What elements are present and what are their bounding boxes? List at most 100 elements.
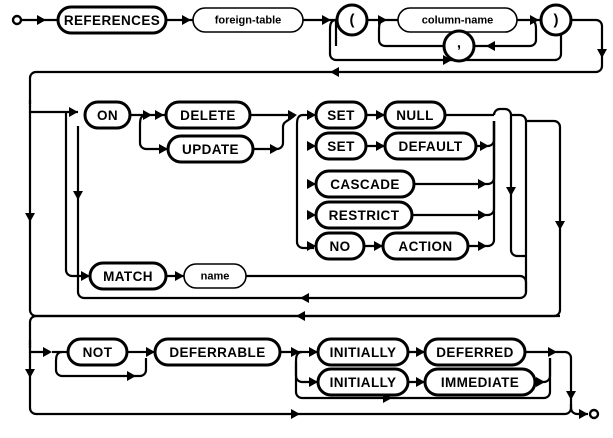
rail-merge-top [492,107,505,116]
arrow-icon [69,107,78,117]
token-comma[interactable]: , [442,29,476,63]
rail-paren-group-bypass [328,18,563,62]
end-endpoint [588,408,600,420]
rail-default-merge [476,121,496,148]
arrow-icon [579,409,588,419]
token-deferrable[interactable]: DEFERRABLE [153,337,282,367]
token-immediate[interactable]: IMMEDIATE [423,367,537,397]
token-label: , [457,35,461,52]
arrow-icon [296,311,305,321]
arrow-icon [566,391,576,400]
token-label: DELETE [180,108,236,123]
token-set-1[interactable]: SET [314,100,368,130]
rail-on-repeat-loop [76,113,528,300]
token-label: DEFERRABLE [169,345,265,360]
arrow-icon [25,213,35,222]
token-label: SET [327,139,355,154]
rail-row1-to-row2 [28,18,604,104]
token-label: ON [97,108,118,123]
rail-on-loop-down [504,107,525,258]
rail-name-merge [246,274,528,292]
token-restrict[interactable]: RESTRICT [314,200,414,230]
token-set-2[interactable]: SET [314,131,368,161]
arrow-icon [506,187,516,196]
arrow-icon [330,67,339,77]
token-deferred[interactable]: DEFERRED [423,337,527,367]
token-delete[interactable]: DELETE [164,100,252,130]
token-label: ( [350,12,355,29]
token-circle [442,29,476,63]
start-endpoint [11,14,23,26]
token-label: NOT [83,345,113,360]
token-label: SET [327,108,355,123]
arrow-icon [73,191,83,200]
rail-row2-entry [28,100,60,114]
token-label: NULL [396,108,434,123]
arrow-icon [478,210,487,220]
token-column-name[interactable]: column-name [397,7,518,33]
token-initially-1[interactable]: INITIALLY [316,337,410,367]
token-initially-2[interactable]: INITIALLY [316,367,410,397]
token-cascade[interactable]: CASCADE [314,169,416,199]
token-label: MATCH [103,269,153,284]
token-name[interactable]: name [183,263,247,289]
rail-row3-exit [560,350,588,416]
token-foreign-table[interactable]: foreign-table [192,7,304,33]
token-on[interactable]: ON [83,100,132,130]
arrow-icon [43,347,52,357]
token-label: CASCADE [330,177,400,192]
token-label: column-name [422,15,494,27]
rail-initially-skip [294,362,520,400]
arrow-icon [37,15,46,25]
arrow-icon [548,347,557,357]
token-update[interactable]: UPDATE [166,134,255,164]
arrow-icon [486,41,495,51]
rail-row2-to-row3 [28,119,562,348]
rail-branch-to-match [64,112,88,278]
rail-action-merge [468,121,496,248]
token-rparen[interactable]: ) [539,3,573,37]
arrow-icon [478,179,487,189]
arrow-icon [182,15,191,25]
rail-comma-loop-left [377,18,444,48]
token-label: foreign-table [215,15,282,27]
row-references: REFERENCES foreign-table ( [11,3,607,104]
token-match[interactable]: MATCH [88,261,168,291]
arrow-icon [300,293,309,303]
arrow-icon [270,144,279,154]
arrow-icon [175,271,184,281]
arrow-icon [478,241,487,251]
arrow-icon [480,141,489,151]
token-label: DEFERRED [436,345,513,360]
rail-update-merge [253,114,296,151]
token-default[interactable]: DEFAULT [383,131,478,161]
rail-skip-merge [520,358,552,400]
row-on-action: ON DELETE UPDATE [25,100,565,348]
token-label: IMMEDIATE [441,375,519,390]
arrow-icon [597,49,607,58]
arrow-icon [25,369,35,378]
token-no[interactable]: NO [314,231,366,261]
token-not[interactable]: NOT [66,337,129,367]
token-null[interactable]: NULL [383,100,447,130]
rail-not-bypass-merge [134,358,148,378]
arrow-icon [291,409,300,419]
rail-action-fanout [295,113,314,250]
token-label: ACTION [398,239,452,254]
token-lparen[interactable]: ( [335,3,369,37]
token-label: ) [554,12,559,29]
token-label: name [201,271,230,283]
arrow-icon [536,377,545,387]
token-references[interactable]: REFERENCES [56,5,168,35]
token-label: RESTRICT [329,208,400,223]
row-deferrable: NOT DEFERRABLE INITIALLY [25,337,600,420]
rail-initially2-stem [294,350,318,384]
arrow-icon [155,110,164,120]
token-action[interactable]: ACTION [381,231,470,261]
token-label: NO [329,239,350,254]
arrow-icon [555,221,565,230]
token-label: INITIALLY [330,345,397,360]
rail-split-to-update [138,113,168,151]
